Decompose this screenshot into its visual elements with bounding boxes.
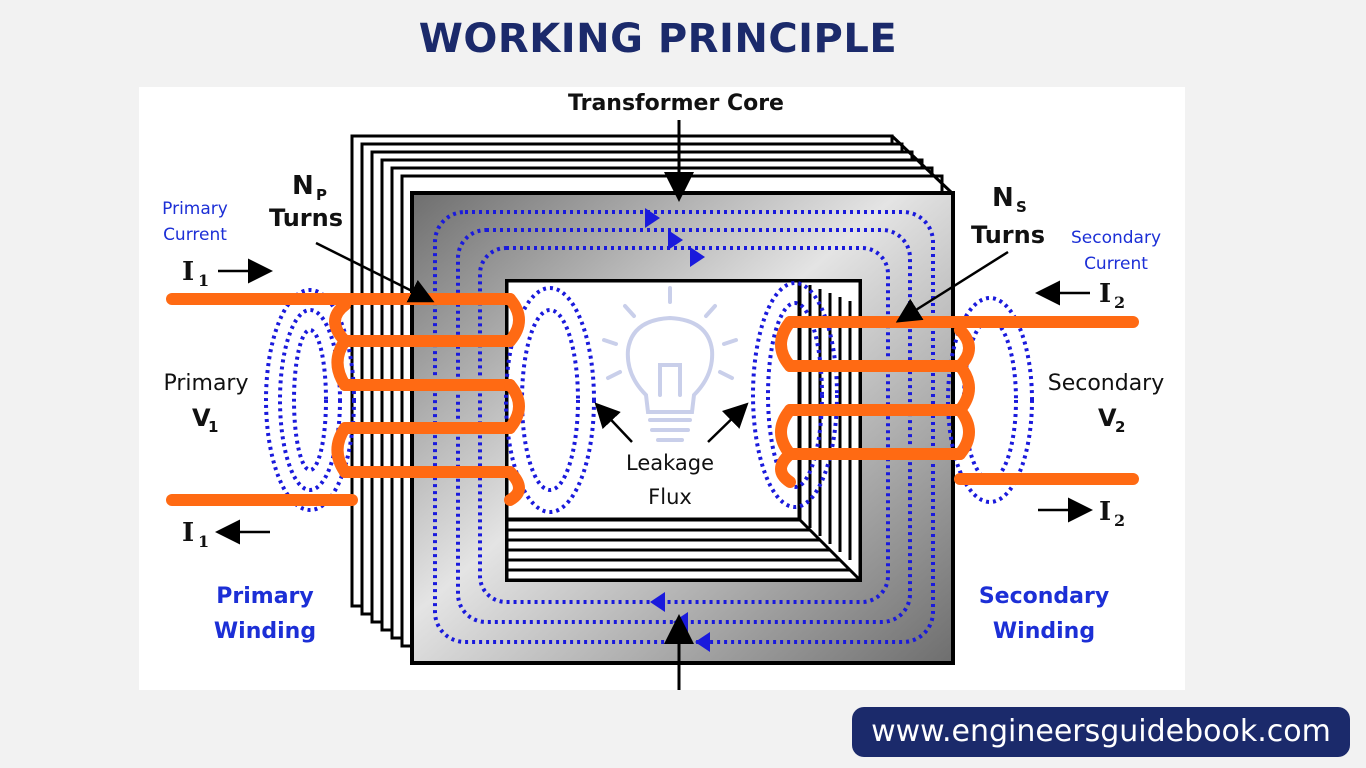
secondary-turns-word: Turns xyxy=(971,221,1045,249)
primary-winding-label-2: Winding xyxy=(214,619,316,644)
primary-leakage-flux xyxy=(264,286,596,514)
secondary-voltage-sub: 2 xyxy=(1115,418,1125,436)
primary-winding-label-1: Primary xyxy=(216,584,313,609)
secondary-coil xyxy=(775,316,1139,488)
website-badge[interactable]: www.engineersguidebook.com xyxy=(852,707,1350,757)
primary-current-symbol-top: I xyxy=(182,257,194,287)
secondary-current-sub-bottom: 2 xyxy=(1114,511,1125,530)
secondary-current-symbol-bottom: I xyxy=(1099,497,1111,527)
secondary-turns-symbol: N xyxy=(992,183,1014,213)
primary-voltage-symbol: V xyxy=(192,404,211,432)
primary-turns-symbol: N xyxy=(292,171,314,201)
secondary-voltage-symbol: V xyxy=(1098,404,1117,432)
page-title: WORKING PRINCIPLE xyxy=(418,16,898,62)
primary-current-symbol-bottom: I xyxy=(182,518,194,548)
secondary-current-label-1: Secondary xyxy=(1071,228,1161,248)
secondary-winding-label-1: Secondary xyxy=(979,584,1109,609)
primary-turns-word: Turns xyxy=(269,204,343,232)
secondary-voltage-label: Secondary xyxy=(1048,371,1165,396)
primary-voltage-sub: 1 xyxy=(208,418,218,436)
primary-turns-sub: P xyxy=(316,186,327,204)
leakage-label-2: Flux xyxy=(648,485,692,509)
light-bulb-icon xyxy=(602,286,738,442)
primary-current-sub-bottom: 1 xyxy=(198,532,209,551)
secondary-turns-sub: S xyxy=(1016,198,1027,216)
primary-current-label-2: Current xyxy=(163,225,227,245)
secondary-current-sub-top: 2 xyxy=(1114,293,1125,312)
core-label: Transformer Core xyxy=(568,91,784,116)
secondary-winding-label-2: Winding xyxy=(993,619,1095,644)
leakage-label-1: Leakage xyxy=(626,451,714,475)
secondary-current-label-2: Current xyxy=(1084,254,1148,274)
primary-coil xyxy=(166,293,525,506)
primary-voltage-label: Primary xyxy=(163,371,248,396)
secondary-current-symbol-top: I xyxy=(1099,279,1111,309)
primary-current-label-1: Primary xyxy=(162,199,228,219)
primary-current-sub-top: 1 xyxy=(198,271,209,290)
website-url[interactable]: www.engineersguidebook.com xyxy=(871,714,1331,749)
